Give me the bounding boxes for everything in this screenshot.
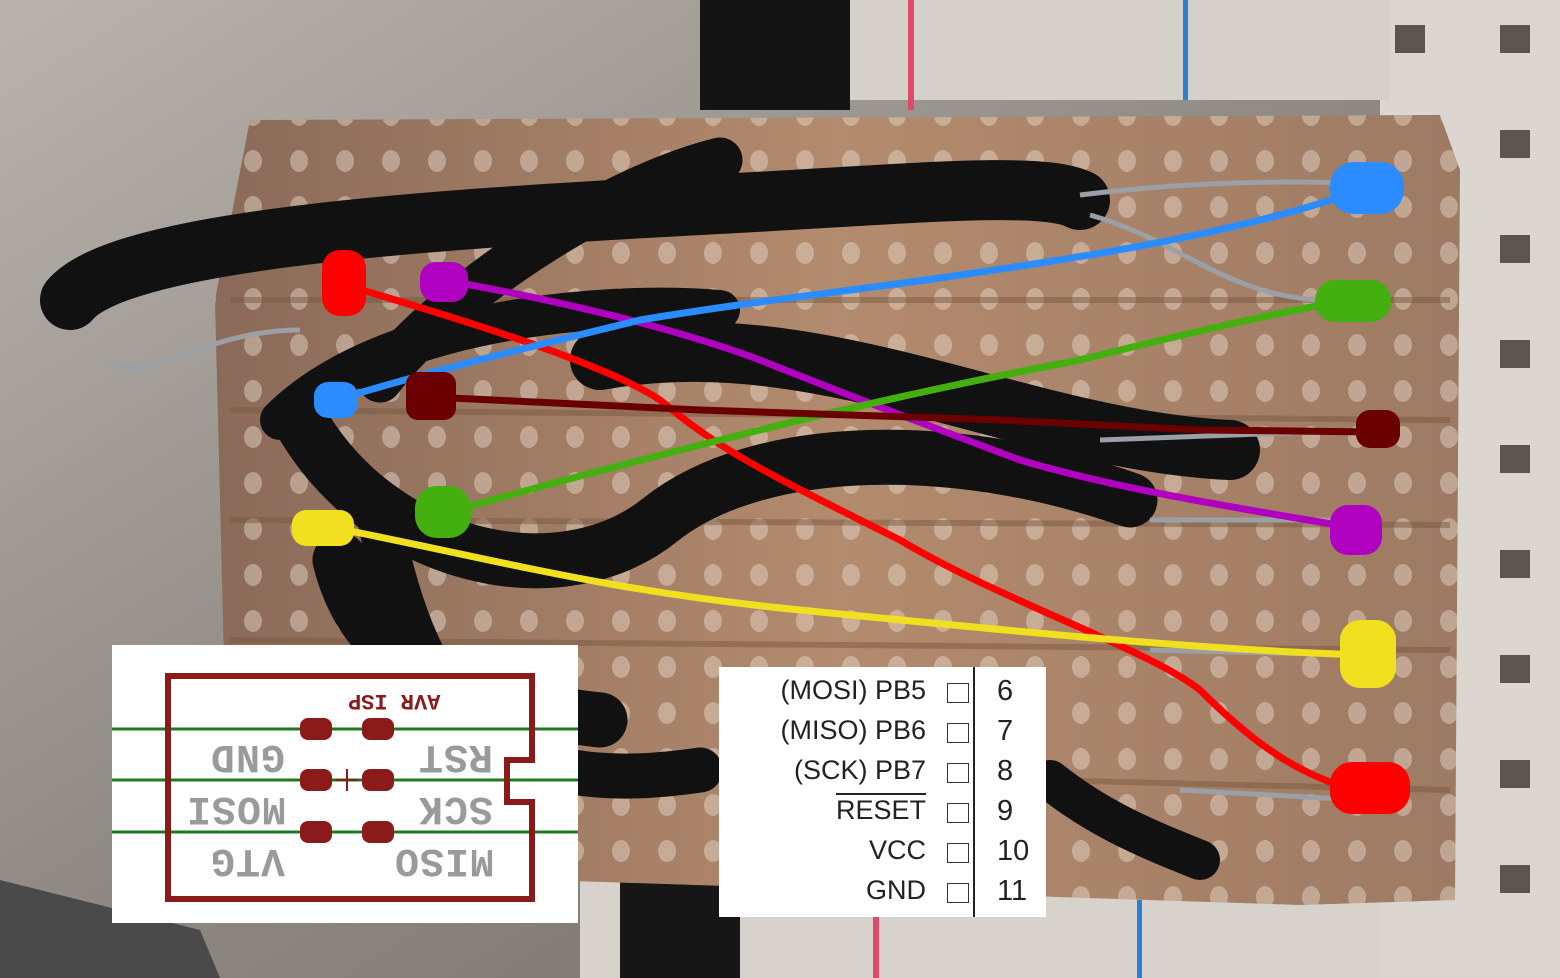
wire-rst (341, 281, 1379, 799)
wire-gnd (426, 393, 1379, 436)
endpoint-sck-right (1330, 162, 1404, 214)
pin-function: RESET (835, 795, 926, 825)
red-rail-line (908, 0, 914, 110)
pin-row: VCC 10 (719, 831, 1046, 871)
endpoint-mosi-right (1315, 280, 1391, 322)
isp-label-vtg: VTG (210, 837, 286, 882)
endpoint-gnd-left (406, 372, 456, 420)
isp-label-mosi: MOSI (186, 785, 287, 830)
black-post-top (700, 0, 850, 110)
pin-function: (MISO) PB6 (780, 715, 926, 745)
blue-rail-line (1183, 0, 1188, 100)
isp-center-cross (336, 769, 358, 791)
isp-connector-diagram: AVR ISP GND MOSI VTG RST SCK MISO (112, 645, 578, 923)
endpoint-mosi-left (415, 486, 471, 538)
isp-label-rst: RST (418, 733, 494, 778)
pin-number: 9 (997, 795, 1014, 827)
endpoint-gnd-right (1356, 410, 1400, 448)
endpoint-rst-right (1330, 762, 1410, 814)
chip-edge (973, 667, 975, 917)
pin-row: RESET 9 (719, 791, 1046, 831)
pin-row: (MISO) PB6 7 (719, 711, 1046, 751)
wire-mosi (436, 296, 1354, 519)
breadboard-holes (1395, 25, 1530, 893)
isp-label-miso: MISO (394, 837, 495, 882)
pin-row: (SCK) PB7 8 (719, 751, 1046, 791)
pin-number: 10 (997, 835, 1030, 867)
pin-function: (MOSI) PB5 (780, 675, 926, 705)
pin-box (947, 723, 969, 743)
pinout-diagram: (MOSI) PB5 6 (MISO) PB6 7 (SCK) PB7 8 RE… (719, 667, 1046, 917)
pin-number: 7 (997, 715, 1014, 747)
endpoint-sck-left (314, 382, 358, 418)
pin-function: (SCK) PB7 (793, 755, 926, 785)
pin-function: VCC (868, 835, 926, 865)
pin-row: GND 11 (719, 871, 1046, 911)
endpoint-rst-left (322, 250, 366, 316)
pin-box (947, 843, 969, 863)
isp-title: AVR ISP (348, 688, 441, 713)
pin-number: 11 (997, 875, 1028, 907)
pin-box (947, 683, 969, 703)
wire-sck (331, 186, 1364, 404)
wire-endpoints (292, 162, 1410, 814)
endpoint-vtg-right (1340, 620, 1396, 688)
endpoint-miso-left (420, 262, 468, 302)
pin-box (947, 883, 969, 903)
isp-outline (165, 673, 535, 902)
red-rail-line-bottom (873, 900, 879, 978)
bare-wires (108, 179, 1381, 803)
annotation-wires (316, 186, 1379, 799)
endpoint-miso-right (1330, 505, 1382, 555)
grey-cable (0, 880, 220, 978)
wire-vtg (316, 521, 1369, 659)
isp-label-sck: SCK (418, 785, 494, 830)
isp-footprint (112, 673, 578, 902)
isp-label-gnd: GND (210, 733, 286, 778)
pin-row: (MOSI) PB5 6 (719, 671, 1046, 711)
isp-pads (300, 718, 394, 843)
endpoint-vtg-left (292, 510, 354, 546)
pin-function: GND (866, 875, 926, 905)
pin-box (947, 803, 969, 823)
pin-number: 6 (997, 675, 1014, 707)
blue-rail-line-bottom (1137, 900, 1142, 978)
pin-box (947, 763, 969, 783)
pin-number: 8 (997, 755, 1014, 787)
